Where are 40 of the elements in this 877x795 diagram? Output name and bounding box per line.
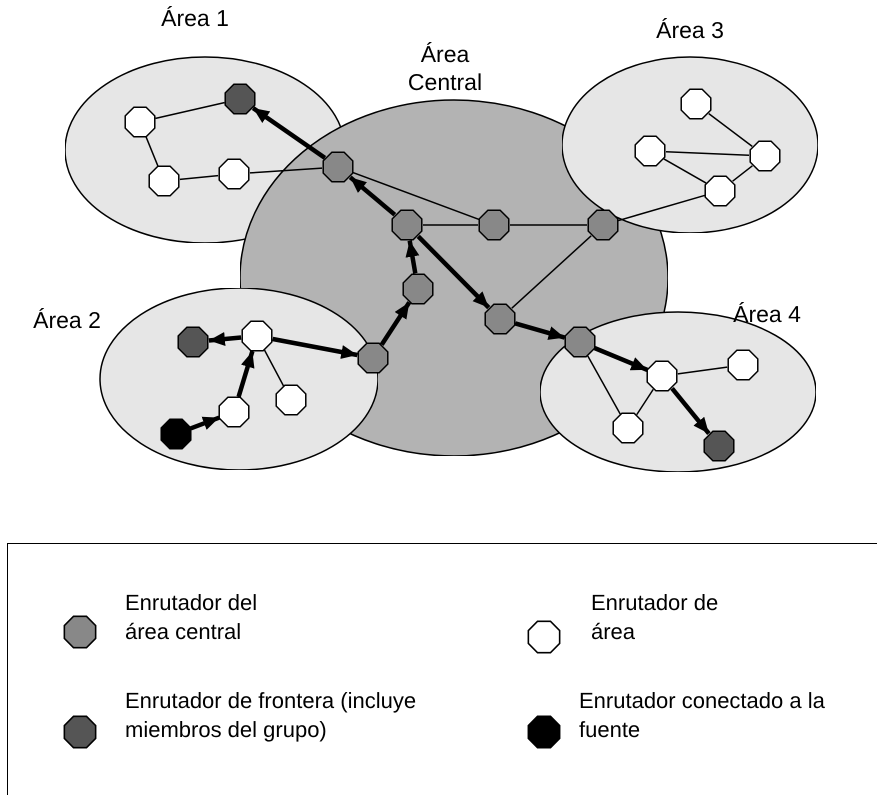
arrow [252, 106, 326, 160]
connector-line [250, 167, 322, 174]
arrow [272, 336, 358, 359]
connector-line [636, 388, 654, 416]
connector-line [155, 102, 225, 120]
connector-line [587, 356, 621, 414]
arrow [236, 350, 255, 398]
legend-text: Enrutador de área [591, 589, 720, 646]
connector-line [510, 224, 587, 226]
arrow [416, 234, 490, 310]
legend-text: Enrutador conectado a la fuente [579, 687, 826, 744]
arrow [670, 386, 711, 436]
legend-text: Enrutador del área central [125, 589, 258, 646]
connector-line [666, 150, 750, 156]
arrow [190, 416, 220, 430]
area-label: Área Central [406, 40, 484, 96]
connector-line [664, 158, 706, 184]
connector-line [180, 174, 218, 180]
connector-line [618, 194, 705, 222]
legend-text: Enrutador de frontera (incluye miembros del grupo) [125, 687, 418, 744]
area-region [540, 300, 816, 472]
connector-line [145, 136, 159, 166]
connector-line [678, 366, 728, 375]
connector-line [732, 165, 753, 182]
area-label: Área 2 [32, 306, 102, 334]
connector-line [708, 113, 753, 147]
arrow [514, 321, 566, 340]
arrow [380, 301, 412, 346]
area-region [562, 16, 818, 233]
arrow [406, 240, 420, 274]
connector-line [264, 350, 284, 386]
arrow [208, 332, 242, 346]
area-label: Área 3 [655, 16, 725, 44]
connector-line [352, 172, 480, 220]
connector-line [423, 224, 478, 226]
area-label: Área 1 [160, 4, 230, 32]
arrow [348, 176, 396, 216]
area-label: Área 4 [732, 300, 802, 328]
arrow [594, 346, 648, 372]
connector-line [511, 235, 592, 309]
